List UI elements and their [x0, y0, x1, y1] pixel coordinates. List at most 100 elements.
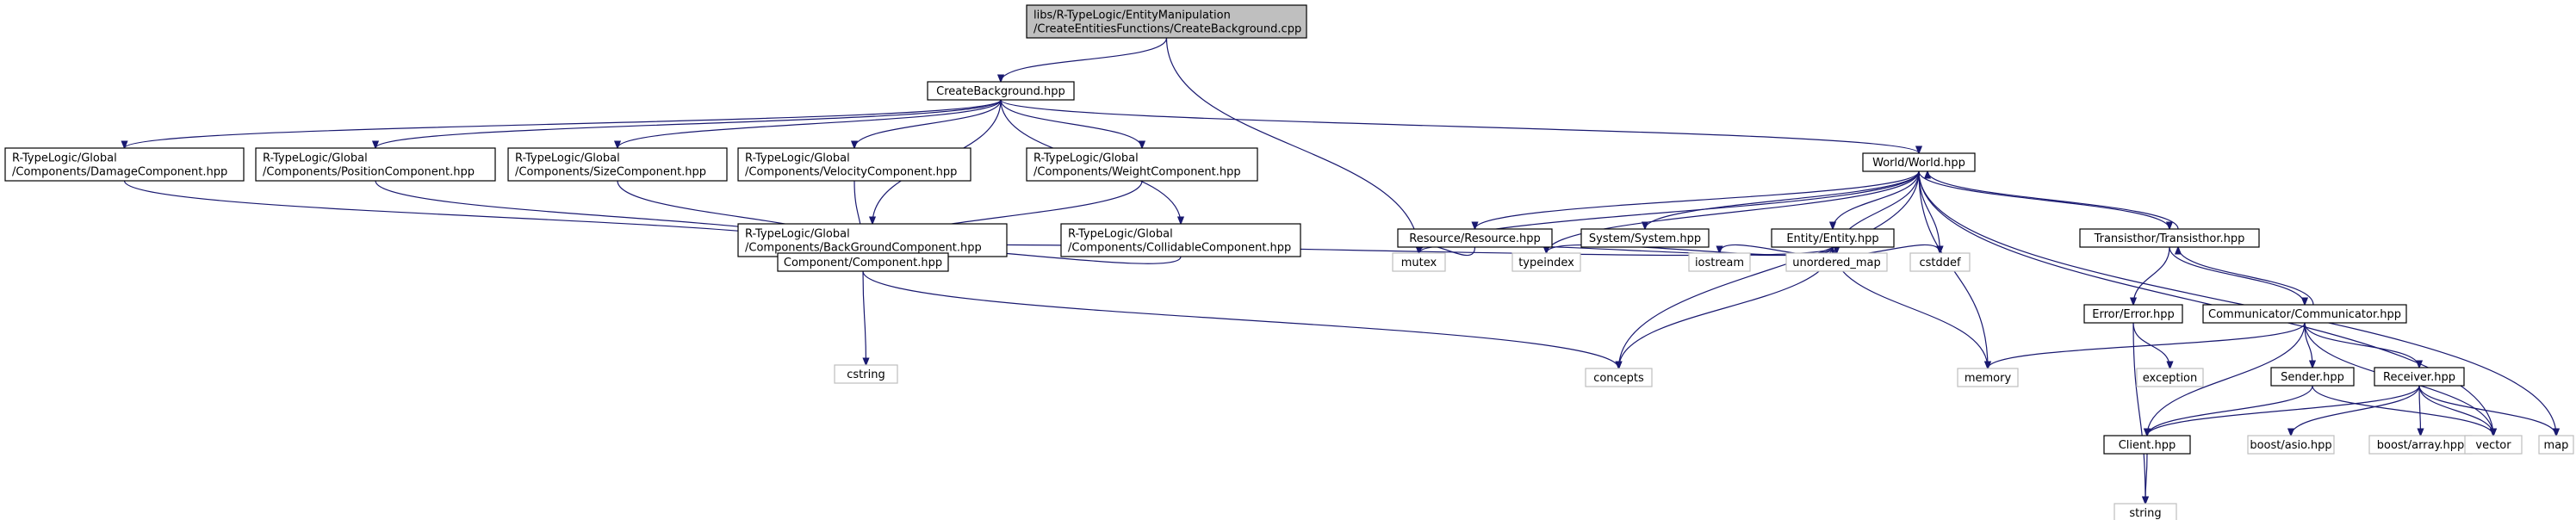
node-error[interactable]: Error/Error.hpp — [2083, 304, 2183, 324]
edge-createbg-to-size — [618, 99, 1002, 148]
node-background[interactable]: R-TypeLogic/Global/Components/BackGround… — [737, 223, 1008, 257]
nodes-layer: libs/R-TypeLogic/EntityManipulation/Crea… — [4, 4, 2574, 520]
edge-receiver-to-map — [2418, 385, 2556, 436]
node-label-line: R-TypeLogic/Global — [12, 152, 117, 165]
node-position[interactable]: R-TypeLogic/Global/Components/PositionCo… — [255, 147, 496, 182]
edge-transisthor-to-world — [1927, 171, 2179, 230]
node-box — [2270, 367, 2355, 387]
node-box — [2083, 304, 2183, 324]
node-box — [507, 147, 728, 182]
node-collidable[interactable]: R-TypeLogic/Global/Components/Collidable… — [1060, 223, 1301, 257]
node-world[interactable]: World/World.hpp — [1862, 152, 1976, 172]
node-box — [4, 147, 245, 182]
edge-component-to-concepts — [862, 270, 1619, 368]
node-label-line: System/System.hpp — [1589, 232, 1701, 245]
node-typeindex: typeindex — [1511, 252, 1581, 272]
node-vector: vector — [2464, 435, 2523, 455]
node-communicator[interactable]: Communicator/Communicator.hpp — [2202, 304, 2407, 324]
edge-root-to-createbg — [1001, 37, 1168, 82]
node-label-line: /Components/WeightComponent.hpp — [1034, 166, 1241, 179]
edge-createbg-to-weight — [1000, 99, 1142, 148]
node-label-line: mutex — [1401, 257, 1437, 269]
node-box — [737, 147, 971, 182]
node-label-line: libs/R-TypeLogic/EntityManipulation — [1034, 9, 1231, 22]
edge-client-to-string — [2145, 453, 2147, 504]
node-box — [2114, 503, 2177, 520]
node-box — [777, 252, 949, 272]
node-label-line: Client.hpp — [2119, 439, 2176, 452]
node-label-line: Communicator/Communicator.hpp — [2208, 308, 2401, 321]
node-label-line: World/World.hpp — [1872, 157, 1965, 170]
node-label-line: concepts — [1593, 372, 1644, 385]
node-box — [1785, 252, 1888, 272]
edge-world-to-resource — [1475, 170, 1920, 229]
node-size[interactable]: R-TypeLogic/Global/Components/SizeCompon… — [507, 147, 728, 182]
node-label-line: /Components/VelocityComponent.hpp — [745, 166, 957, 179]
edge-createbg-to-damage — [125, 99, 1002, 148]
node-box — [2202, 304, 2407, 324]
node-memory: memory — [1957, 368, 2019, 387]
edge-transisthor-to-error — [2133, 246, 2170, 305]
node-boost_asio: boost/asio.hpp — [2247, 435, 2335, 455]
edge-sender-to-client — [2147, 385, 2313, 436]
node-box — [2464, 435, 2523, 455]
node-box — [2247, 435, 2335, 455]
node-receiver[interactable]: Receiver.hpp — [2374, 367, 2465, 387]
node-label-line: Entity/Entity.hpp — [1786, 232, 1878, 245]
node-resource[interactable]: Resource/Resource.hpp — [1397, 228, 1553, 248]
node-sender[interactable]: Sender.hpp — [2270, 367, 2355, 387]
node-label-line: cstddef — [1919, 257, 1961, 269]
node-label-line: /CreateEntitiesFunctions/CreateBackgroun… — [1034, 23, 1301, 36]
edge-receiver-to-vector — [2418, 385, 2493, 436]
edge-world-to-typeindex — [1547, 170, 1920, 253]
node-mutex: mutex — [1392, 252, 1446, 272]
edge-world-to-entity — [1833, 170, 1920, 229]
node-box — [1397, 228, 1553, 248]
node-concepts: concepts — [1585, 368, 1653, 387]
edge-transisthor-to-communicator — [2169, 246, 2305, 305]
edges-layer — [125, 37, 2557, 504]
node-component[interactable]: Component/Component.hpp — [777, 252, 949, 272]
node-boost_array: boost/array.hpp — [2368, 435, 2473, 455]
node-entity[interactable]: Entity/Entity.hpp — [1771, 228, 1895, 248]
node-label-line: R-TypeLogic/Global — [745, 152, 850, 165]
node-system[interactable]: System/System.hpp — [1580, 228, 1710, 248]
node-label-line: /Components/DamageComponent.hpp — [12, 166, 227, 179]
node-box — [255, 147, 496, 182]
node-label-line: Error/Error.hpp — [2092, 308, 2174, 321]
edge-communicator-to-transisthor — [2178, 247, 2314, 306]
edge-createbg-to-world — [1000, 99, 1919, 153]
node-label-line: unordered_map — [1792, 257, 1881, 269]
node-label-line: /Components/CollidableComponent.hpp — [1068, 242, 1291, 255]
node-box — [1862, 152, 1976, 172]
node-client[interactable]: Client.hpp — [2103, 435, 2191, 455]
node-root[interactable]: libs/R-TypeLogic/EntityManipulation/Crea… — [1026, 4, 1307, 39]
node-box — [1026, 147, 1258, 182]
node-label-line: /Components/BackGroundComponent.hpp — [745, 242, 982, 255]
node-label-line: Receiver.hpp — [2383, 371, 2455, 384]
node-unordered_map: unordered_map — [1785, 252, 1888, 272]
node-label-line: CreateBackground.hpp — [936, 85, 1065, 98]
node-label-line: vector — [2475, 439, 2511, 452]
node-label-line: R-TypeLogic/Global — [1068, 228, 1173, 241]
edge-world-to-system — [1645, 170, 1920, 229]
node-iostream: iostream — [1688, 252, 1751, 272]
node-label-line: boost/asio.hpp — [2250, 439, 2331, 452]
edge-component-to-cstring — [863, 270, 866, 365]
node-label-line: R-TypeLogic/Global — [263, 152, 368, 165]
node-velocity[interactable]: R-TypeLogic/Global/Components/VelocityCo… — [737, 147, 971, 182]
node-label-line: Component/Component.hpp — [784, 257, 942, 269]
node-weight[interactable]: R-TypeLogic/Global/Components/WeightComp… — [1026, 147, 1258, 182]
edge-receiver-to-boost_asio — [2291, 385, 2420, 436]
node-label-line: cstring — [847, 368, 885, 381]
node-box — [834, 364, 898, 384]
node-label-line: Resource/Resource.hpp — [1409, 232, 1541, 245]
node-createbg[interactable]: CreateBackground.hpp — [927, 81, 1075, 101]
edge-communicator-to-sender — [2304, 322, 2312, 368]
edge-root-to-mutex — [1165, 37, 1419, 253]
node-box — [1585, 368, 1653, 387]
node-transisthor[interactable]: Transisthor/Transisthor.hpp — [2079, 228, 2260, 248]
node-box — [927, 81, 1075, 101]
node-damage[interactable]: R-TypeLogic/Global/Components/DamageComp… — [4, 147, 245, 182]
edge-world-to-vector — [1918, 170, 2493, 436]
